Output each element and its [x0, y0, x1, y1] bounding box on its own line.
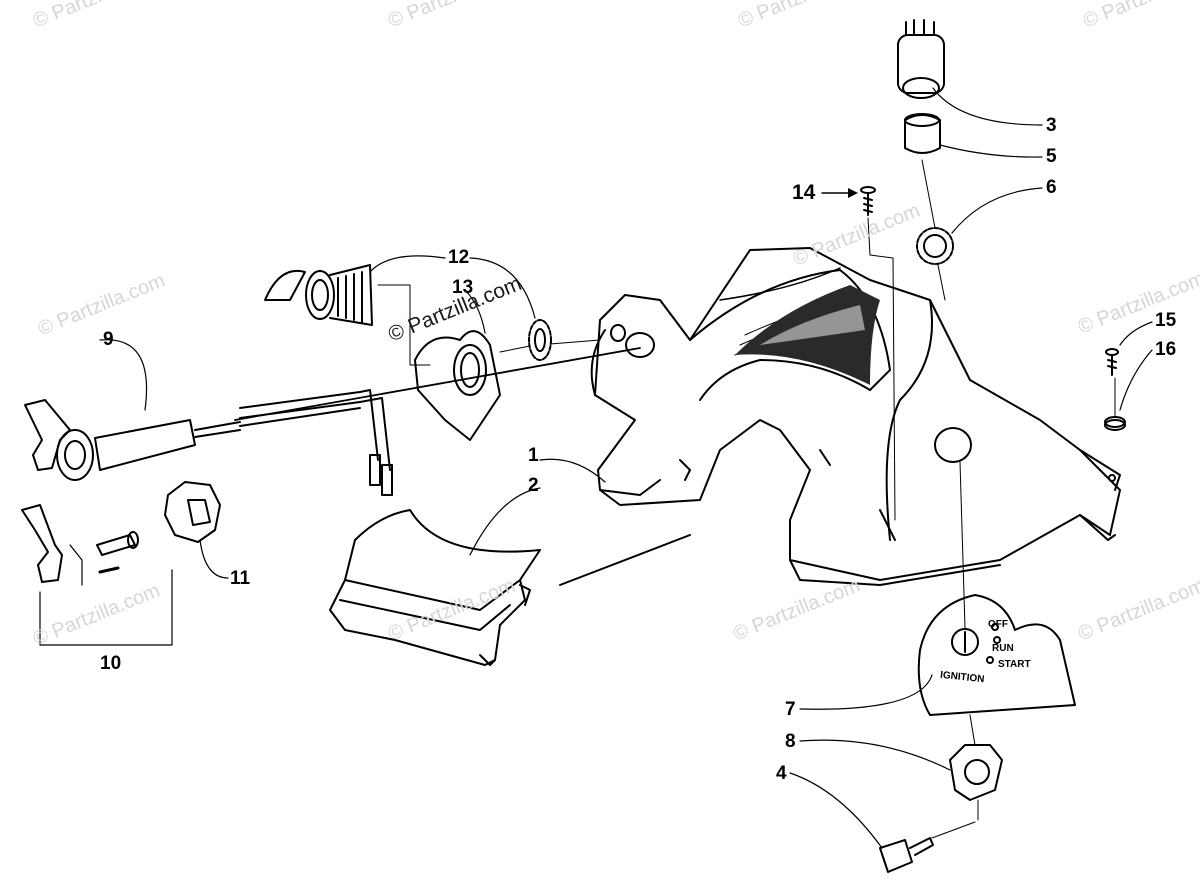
callout-12: 12: [448, 247, 470, 268]
callout-8: 8: [785, 731, 796, 752]
choke-cable: [24, 389, 393, 496]
screw-14: [860, 186, 876, 216]
callout-9: 9: [103, 329, 114, 350]
callout-16: 16: [1155, 339, 1177, 360]
lock-washer: [916, 227, 954, 265]
washer-16: [1104, 416, 1126, 431]
ignition-plate: [917, 594, 1076, 716]
screw-15: [1105, 348, 1119, 376]
console-housing: [590, 247, 1121, 586]
callout-6: 6: [1046, 177, 1057, 198]
callout-3: 3: [1046, 115, 1057, 136]
retaining-nut: [528, 319, 552, 361]
callout-5: 5: [1046, 146, 1057, 167]
ignition-off-label: OFF: [988, 619, 1008, 630]
ignition-key: [879, 837, 934, 873]
leader-lines: [39, 87, 1153, 849]
ignition-start-label: START: [998, 659, 1031, 670]
ignition-run-label: RUN: [992, 643, 1014, 654]
power-outlet: [264, 264, 373, 326]
nut-8: [949, 744, 1003, 801]
callout-11: 11: [230, 568, 251, 589]
lower-trim-panel: [329, 509, 541, 666]
bushing: [904, 113, 941, 154]
callout-1: 1: [528, 445, 539, 466]
switch-body: [897, 19, 945, 99]
explode-lines: [377, 159, 1116, 839]
callout-2: 2: [528, 475, 539, 496]
bezel-plate: [414, 330, 501, 441]
lever-kit: [21, 504, 139, 583]
callout-13: 13: [452, 277, 474, 298]
callout-15: 15: [1155, 310, 1177, 331]
callout-4: 4: [776, 763, 787, 784]
callout-14: 14: [792, 181, 816, 204]
nut-11: [164, 481, 221, 543]
callout-7: 7: [785, 699, 796, 720]
callout-10: 10: [100, 653, 122, 674]
